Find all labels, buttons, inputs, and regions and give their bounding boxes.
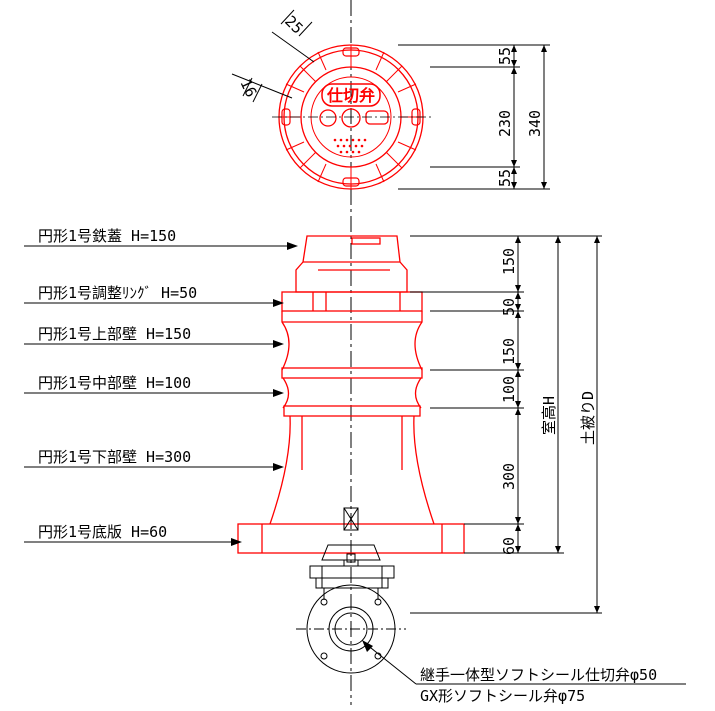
valve-note-leader [365,643,417,685]
valve-assembly [296,507,406,674]
manhole-body [237,235,465,554]
dim-16-text: 16 [236,76,260,100]
leader-label-middle-wall: 円形1号中部壁 H=100 [38,374,191,392]
leader-lines [24,245,290,543]
section-dim-lower: 300 [500,463,518,490]
dim-340: 340 [526,110,544,137]
valve-badge-text: 仕切弁 [326,86,375,105]
leader-label-upper-wall: 円形1号上部壁 H=150 [38,325,191,343]
section-dim-cover: 150 [500,248,518,275]
leader-label-ring: 円形1号調整ﾘﾝｸﾞ H=50 [38,284,197,302]
section-dim-middle: 100 [500,376,518,403]
dim-55-top: 55 [496,47,514,65]
valve-badge [321,83,381,107]
dim-25: 25 [271,9,315,63]
leader-label-lower-wall: 円形1号下部壁 H=300 [38,448,191,466]
section-dimension-lines [410,235,602,614]
section-dim-ring: 50 [500,298,518,316]
dim-25-text: 25 [281,12,307,38]
dim-16: 16 [231,73,293,103]
room-height-label: 室高H [540,396,558,435]
dim-230: 230 [496,110,514,137]
leader-label-base: 円形1号底版 H=60 [38,523,167,541]
leader-label-cover: 円形1号鉄蓋 H=150 [38,227,176,245]
earth-cover-label: 土被りD [579,391,597,445]
section-dim-upper: 150 [500,338,518,365]
dim-55-bottom: 55 [496,169,514,187]
valve-note-1: 継手一体型ソフトシール仕切弁φ50 [420,666,657,684]
cover-top-view: 仕切弁 [272,44,432,190]
valve-note-2: GX形ソフトシール弁φ75 [420,687,585,705]
section-dim-base: 60 [500,537,518,555]
